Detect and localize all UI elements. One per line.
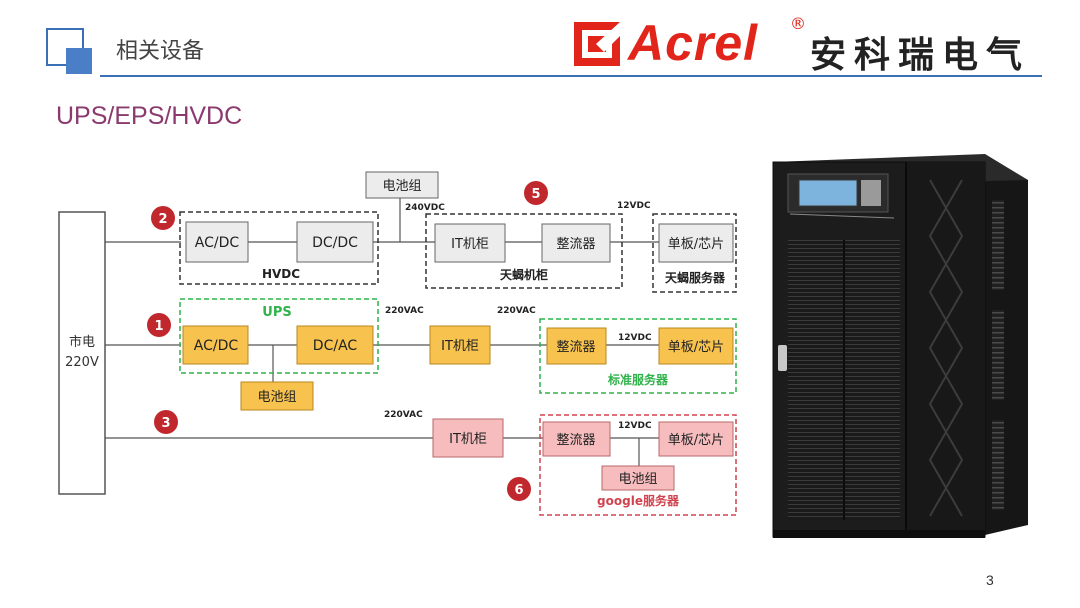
standard-server-label: 标准服务器	[607, 372, 669, 387]
hvdc-voltage-240: 240VDC	[405, 203, 445, 213]
google-server-label: google服务器	[597, 493, 680, 508]
tianxie-cabinet-label: 天蝎机柜	[500, 267, 548, 282]
page-number: 3	[986, 572, 994, 588]
hvdc-acdc-label: AC/DC	[195, 235, 240, 251]
ups-acdc-box	[182, 325, 249, 365]
hvdc-dcdc-label: DC/DC	[312, 235, 358, 251]
marker-6-label: 6	[514, 483, 523, 498]
hvdc-rectifier-box	[541, 223, 611, 263]
logo-brand-text: Acrel	[628, 15, 759, 71]
marker-1-label: 1	[154, 319, 163, 334]
section-title: 相关设备	[116, 39, 205, 64]
hvdc-board-chip-label: 单板/芯片	[668, 237, 724, 252]
direct-rectifier-label: 整流器	[556, 433, 595, 448]
ups-voltage-220-a: 220VAC	[385, 306, 424, 316]
ups-voltage-12: 12VDC	[618, 333, 652, 343]
direct-voltage-12: 12VDC	[618, 421, 652, 431]
acrel-logo-mark-icon	[574, 22, 620, 66]
logo-registered-mark: ®	[790, 14, 806, 33]
tianxie-server-label: 天蝎服务器	[665, 270, 726, 285]
hvdc-rectifier-label: 整流器	[556, 237, 595, 252]
ups-voltage-220-b: 220VAC	[497, 306, 536, 316]
ups-board-chip-box	[658, 327, 734, 365]
hvdc-battery-box	[365, 171, 439, 199]
direct-battery-box	[601, 465, 675, 491]
page-subtitle: UPS/EPS/HVDC	[56, 102, 243, 130]
ups-it-cabinet-box	[429, 325, 491, 365]
mains-voltage: 220V	[65, 355, 99, 370]
hvdc-battery-label: 电池组	[382, 179, 421, 194]
ups-it-cabinet-label: IT机柜	[441, 339, 479, 354]
ups-group-outline	[179, 298, 379, 374]
google-server-outline	[539, 414, 737, 516]
power-architecture-diagram: 市电 220V 电池组	[58, 171, 737, 516]
header-divider	[100, 75, 1042, 77]
hvdc-acdc-box	[185, 221, 249, 263]
mains-box	[58, 211, 106, 495]
hvdc-dcdc-box	[296, 221, 374, 263]
direct-it-cabinet-box	[432, 418, 504, 458]
direct-it-cabinet-label: IT机柜	[449, 432, 487, 447]
marker-6: 6	[507, 477, 531, 501]
acrel-logo: Acrel ® 安科瑞电气	[574, 14, 1044, 76]
ups-group-label: UPS	[262, 305, 291, 320]
ups-rectifier-label: 整流器	[556, 340, 595, 355]
direct-battery-label: 电池组	[618, 472, 657, 487]
ups-acdc-label: AC/DC	[194, 338, 239, 354]
direct-board-chip-label: 单板/芯片	[668, 433, 724, 448]
hvdc-voltage-12: 12VDC	[617, 201, 651, 211]
ups-rectifier-box	[546, 327, 607, 365]
marker-5-label: 5	[531, 187, 540, 202]
marker-2: 2	[151, 206, 175, 230]
standard-server-outline	[539, 318, 737, 394]
direct-rectifier-box	[542, 421, 611, 457]
hvdc-it-cabinet-label: IT机柜	[451, 237, 489, 252]
section-icon	[46, 28, 94, 76]
mains-label: 市电	[69, 334, 95, 350]
hvdc-group-label: HVDC	[262, 267, 300, 281]
tianxie-cabinet-outline	[425, 213, 623, 289]
direct-board-chip-box	[658, 421, 734, 457]
marker-3-label: 3	[161, 416, 170, 431]
hvdc-it-cabinet-box	[434, 223, 506, 263]
hvdc-board-chip-box	[658, 223, 734, 263]
ups-battery-label: 电池组	[257, 390, 296, 405]
marker-3: 3	[154, 410, 178, 434]
ups-dcac-label: DC/AC	[313, 338, 358, 354]
marker-1: 1	[147, 313, 171, 337]
direct-voltage-220: 220VAC	[384, 410, 423, 420]
tianxie-server-outline	[652, 213, 737, 293]
marker-5: 5	[524, 181, 548, 205]
marker-2-label: 2	[158, 212, 167, 227]
ups-board-chip-label: 单板/芯片	[668, 340, 724, 355]
hvdc-group-outline	[179, 211, 379, 285]
logo-chinese-name: 安科瑞电气	[810, 35, 1031, 76]
ups-dcac-box	[296, 325, 374, 365]
ups-cabinet-image	[772, 154, 1028, 538]
ups-battery-box	[240, 381, 314, 411]
